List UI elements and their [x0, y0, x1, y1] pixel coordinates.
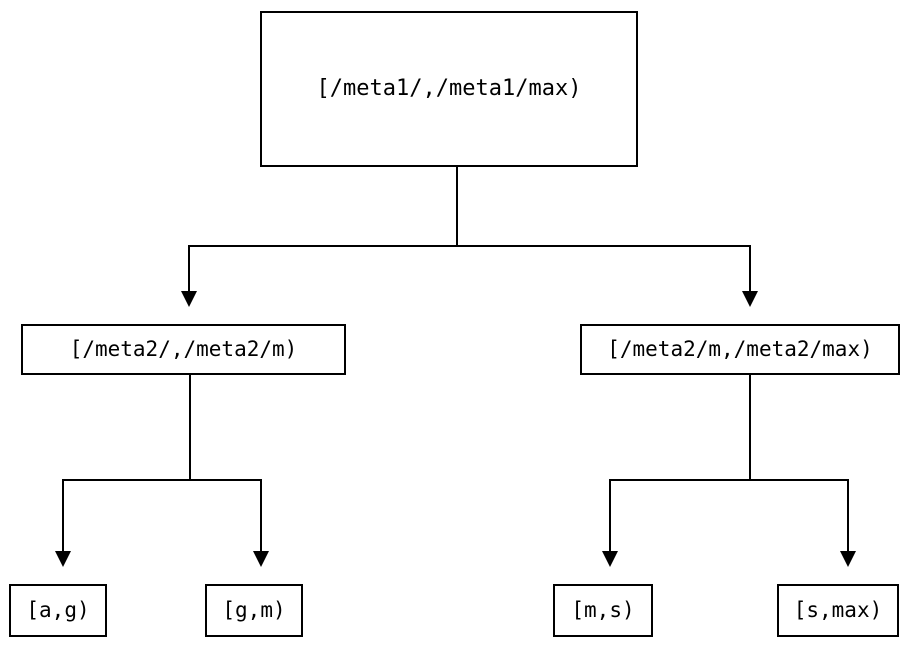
node-leaf-2-label: [g,m) — [222, 598, 286, 622]
arrowhead-root-to-mid-right-icon — [742, 291, 758, 307]
arrowhead-mid-left-to-leaf1-icon — [55, 551, 71, 567]
edge-mid-left-bus — [62, 479, 262, 481]
node-root[interactable]: [/meta1/,/meta1/max) — [260, 11, 638, 167]
node-leaf-2[interactable]: [g,m) — [205, 584, 303, 637]
arrowhead-mid-right-to-leaf3-icon — [602, 551, 618, 567]
node-mid-right[interactable]: [/meta2/m,/meta2/max) — [580, 324, 900, 375]
edge-root-stem — [456, 167, 458, 246]
node-leaf-4-label: [s,max) — [793, 598, 883, 622]
edge-mid-right-stem — [749, 375, 751, 481]
edge-mid-right-bus — [609, 479, 849, 481]
node-leaf-3-label: [m,s) — [571, 598, 635, 622]
edge-root-to-mid-right-drop — [749, 245, 751, 291]
arrowhead-root-to-mid-left-icon — [181, 291, 197, 307]
node-leaf-4[interactable]: [s,max) — [777, 584, 899, 637]
node-leaf-1-label: [a,g) — [26, 598, 90, 622]
edge-root-bus — [188, 245, 751, 247]
edge-mid-left-to-leaf2-drop — [260, 479, 262, 551]
arrowhead-mid-right-to-leaf4-icon — [840, 551, 856, 567]
edge-root-to-mid-left-drop — [188, 245, 190, 291]
node-leaf-3[interactable]: [m,s) — [553, 584, 653, 637]
arrowhead-mid-left-to-leaf2-icon — [253, 551, 269, 567]
node-leaf-1[interactable]: [a,g) — [9, 584, 107, 637]
edge-mid-right-to-leaf4-drop — [847, 479, 849, 551]
edge-mid-left-stem — [189, 375, 191, 481]
node-root-label: [/meta1/,/meta1/max) — [316, 76, 582, 101]
node-mid-right-label: [/meta2/m,/meta2/max) — [607, 337, 873, 361]
node-mid-left[interactable]: [/meta2/,/meta2/m) — [21, 324, 346, 375]
edge-mid-left-to-leaf1-drop — [62, 479, 64, 551]
node-mid-left-label: [/meta2/,/meta2/m) — [69, 337, 298, 361]
edge-mid-right-to-leaf3-drop — [609, 479, 611, 551]
